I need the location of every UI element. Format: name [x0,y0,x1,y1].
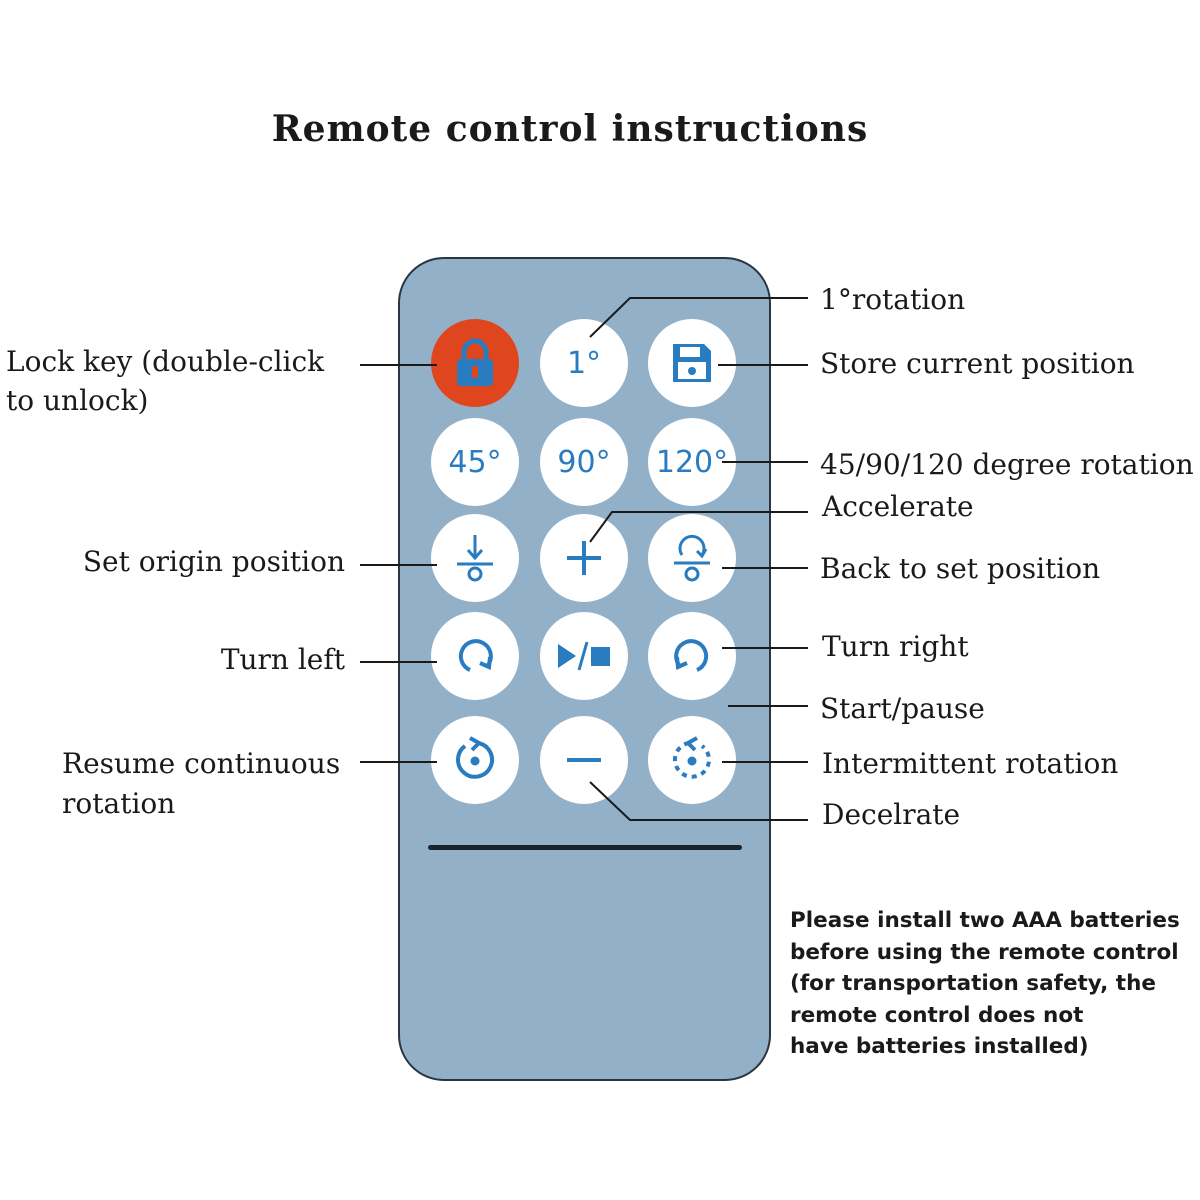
deg45-label: 45° [448,444,502,480]
deg90-label: 90° [557,444,611,480]
page-title: Remote control instructions [271,108,869,150]
plus-icon [567,541,601,575]
intermittent-rotation-icon [672,736,711,779]
return-origin-icon [674,534,710,582]
battery-note-line: remote control does not [790,1002,1084,1028]
turn-right-label: Turn right [822,630,969,663]
deg45-button[interactable]: 45° [431,418,519,506]
turn-left-label: Turn left [220,643,345,676]
set-origin-button[interactable] [431,514,519,602]
resume-continuous-label: Resume continuous [62,747,341,780]
turn-left-button[interactable] [431,612,519,700]
decelerate-label: Decelrate [822,798,961,831]
battery-note-line: before using the remote control [790,939,1179,965]
turn-right-button[interactable] [648,612,736,700]
resume-continuous-button[interactable] [431,716,519,804]
continuous-rotation-icon [456,736,495,779]
one-degree-label: 1° [566,345,602,381]
resume-continuous-label-line2: rotation [62,787,176,820]
store-position-button[interactable] [648,319,736,407]
battery-note-line: Please install two AAA batteries [790,908,1180,933]
deg120-label: 120° [655,444,729,480]
intermittent-rotation-button[interactable] [648,716,736,804]
one-degree-rotation-label: 1°rotation [820,283,966,316]
accelerate-button[interactable] [540,514,628,602]
one-degree-button[interactable]: 1° [540,319,628,407]
decelerate-button[interactable] [540,716,628,804]
lock-key-label-line2: to unlock) [6,384,149,417]
minus-icon [567,758,601,762]
floppy-disk-icon [673,344,711,382]
deg120-button[interactable]: 120° [648,418,736,506]
lock-key-label: Lock key (double-click [6,345,325,378]
degree-rotation-label: 45/90/120 degree rotation [820,448,1194,481]
lock-button[interactable] [431,319,519,407]
intermittent-rotation-label: Intermittent rotation [822,747,1119,780]
deg90-button[interactable]: 90° [540,418,628,506]
lock-icon [457,338,493,386]
back-to-set-button[interactable] [648,514,736,602]
rotate-counterclockwise-icon [674,639,709,672]
rotate-clockwise-icon [458,639,493,672]
play-stop-icon [558,641,610,671]
battery-note-line: (for transportation safety, the [790,971,1156,996]
set-origin-label: Set origin position [82,545,345,578]
start-pause-button[interactable] [540,612,628,700]
battery-note: Please install two AAA batteries before … [790,905,1195,1063]
start-pause-label: Start/pause [820,692,985,725]
battery-note-line: have batteries installed) [790,1034,1089,1059]
set-origin-icon [457,535,493,582]
accelerate-label: Accelerate [822,490,974,523]
back-to-set-label: Back to set position [820,552,1101,585]
remote-divider-bar [428,845,742,850]
store-position-label: Store current position [820,347,1135,380]
